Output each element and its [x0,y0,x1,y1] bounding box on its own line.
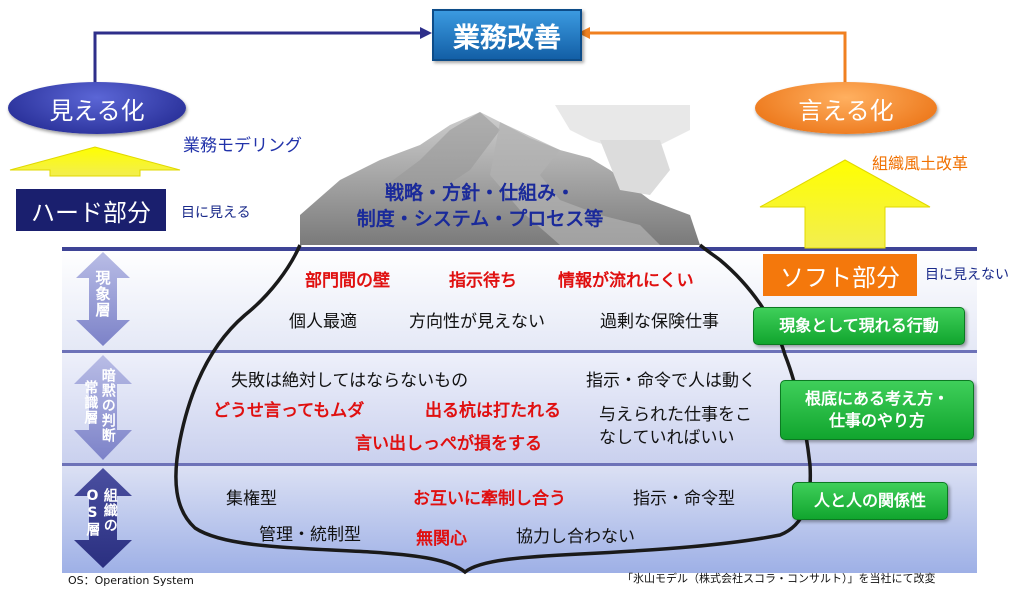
hard-part-box: ハード部分 [16,189,166,231]
org-os-layer-label: 組織の OS層 [84,488,117,537]
visible-note: 目に見える [181,205,251,221]
phenomenon-layer-label: 現象層 [93,270,112,318]
org-os-box-label: 人と人の関係性 [813,491,926,511]
phenomenon-box: 現象として現れる行動 [753,307,965,345]
org-os-red-1: お互いに牽制し合う [413,489,566,509]
org-os-layer-arrow [74,468,132,568]
tacit-black-1: 失敗は絶対してはならないもの [231,371,469,391]
business-modeling-label: 業務モデリング [183,136,302,156]
right-connector-arrow [588,31,847,92]
goal-title-box: 業務改善 [432,9,582,61]
tacit-box-line-2: 仕事のやり方 [828,411,925,430]
tacit-layer-arrow [74,355,132,460]
phenomenon-red-1: 部門間の壁 [305,271,390,291]
phenomenon-red-3: 情報が流れにくい [558,271,694,291]
soft-part-label: ソフト部分 [780,263,900,292]
org-os-layer-label-line1: 組織の [101,488,118,533]
tacit-black-3: 与えられた仕事をこ [599,405,752,425]
goal-title: 業務改善 [453,22,561,54]
tacit-black-2: 指示・命令で人は動く [586,371,756,391]
peak-line-2: 制度・システム・プロセス等 [356,208,604,231]
peak-line-1: 戦略・方針・仕組み・ [384,182,575,204]
tacit-black-4: なしていればいい [599,428,735,448]
tacit-box: 根底にある考え方・ 仕事のやり方 [780,380,974,440]
phenomenon-layer-arrow [76,252,130,346]
visualize-label: 見える化 [49,96,145,125]
invisible-note: 目に見えない [925,267,1009,283]
visualize-oval: 見える化 [8,82,186,134]
tacit-red-1: どうせ言ってもムダ [213,401,365,421]
phenomenon-box-label: 現象として現れる行動 [779,316,939,336]
peak-text: 戦略・方針・仕組み・ 制度・システム・プロセス等 [320,180,640,232]
say-it-oval: 言える化 [755,82,937,134]
org-os-red-2: 無関心 [416,529,467,549]
hard-part-label: ハード部分 [31,198,151,227]
org-os-black-2: 指示・命令型 [633,489,735,509]
tacit-red-2: 出る杭は打たれる [425,401,561,421]
phenomenon-black-1: 個人最適 [289,312,357,332]
org-os-layer-label-line2: OS層 [84,488,101,537]
iceberg-outline [174,243,813,575]
phenomenon-black-2: 方向性が見えない [409,312,545,332]
layer-divider-2 [62,463,977,466]
phenomenon-red-2: 指示待ち [449,271,517,291]
left-up-arrow [9,146,181,177]
right-up-arrow [759,159,931,249]
culture-reform-label: 組織風土改革 [872,154,969,173]
tacit-box-line-1: 根底にある考え方・ [804,389,949,409]
soft-part-box: ソフト部分 [763,254,917,296]
tacit-red-3: 言い出しっぺが損をする [355,434,542,454]
org-os-black-3: 管理・統制型 [259,525,361,545]
left-connector-arrow [93,31,422,92]
tacit-layer-label-line2: 常識層 [82,380,99,425]
footer-source-note: 「氷山モデル（株式会社スコラ・コンサルト）」を当社にて改変 [622,572,936,585]
mountain-illustration [300,105,700,245]
tacit-layer-label-line1: 暗黙の判断 [99,368,116,443]
waterline [62,247,977,251]
org-os-black-1: 集権型 [226,489,277,509]
layer-divider-1 [62,350,977,353]
org-os-black-4: 協力し合わない [516,527,635,547]
footer-os-note: OS：Operation System [68,574,194,587]
phenomenon-black-3: 過剰な保険仕事 [600,312,719,332]
say-it-label: 言える化 [798,96,894,125]
tacit-layer-label: 暗黙の判断 常識層 [82,368,115,443]
org-os-box: 人と人の関係性 [792,482,948,520]
